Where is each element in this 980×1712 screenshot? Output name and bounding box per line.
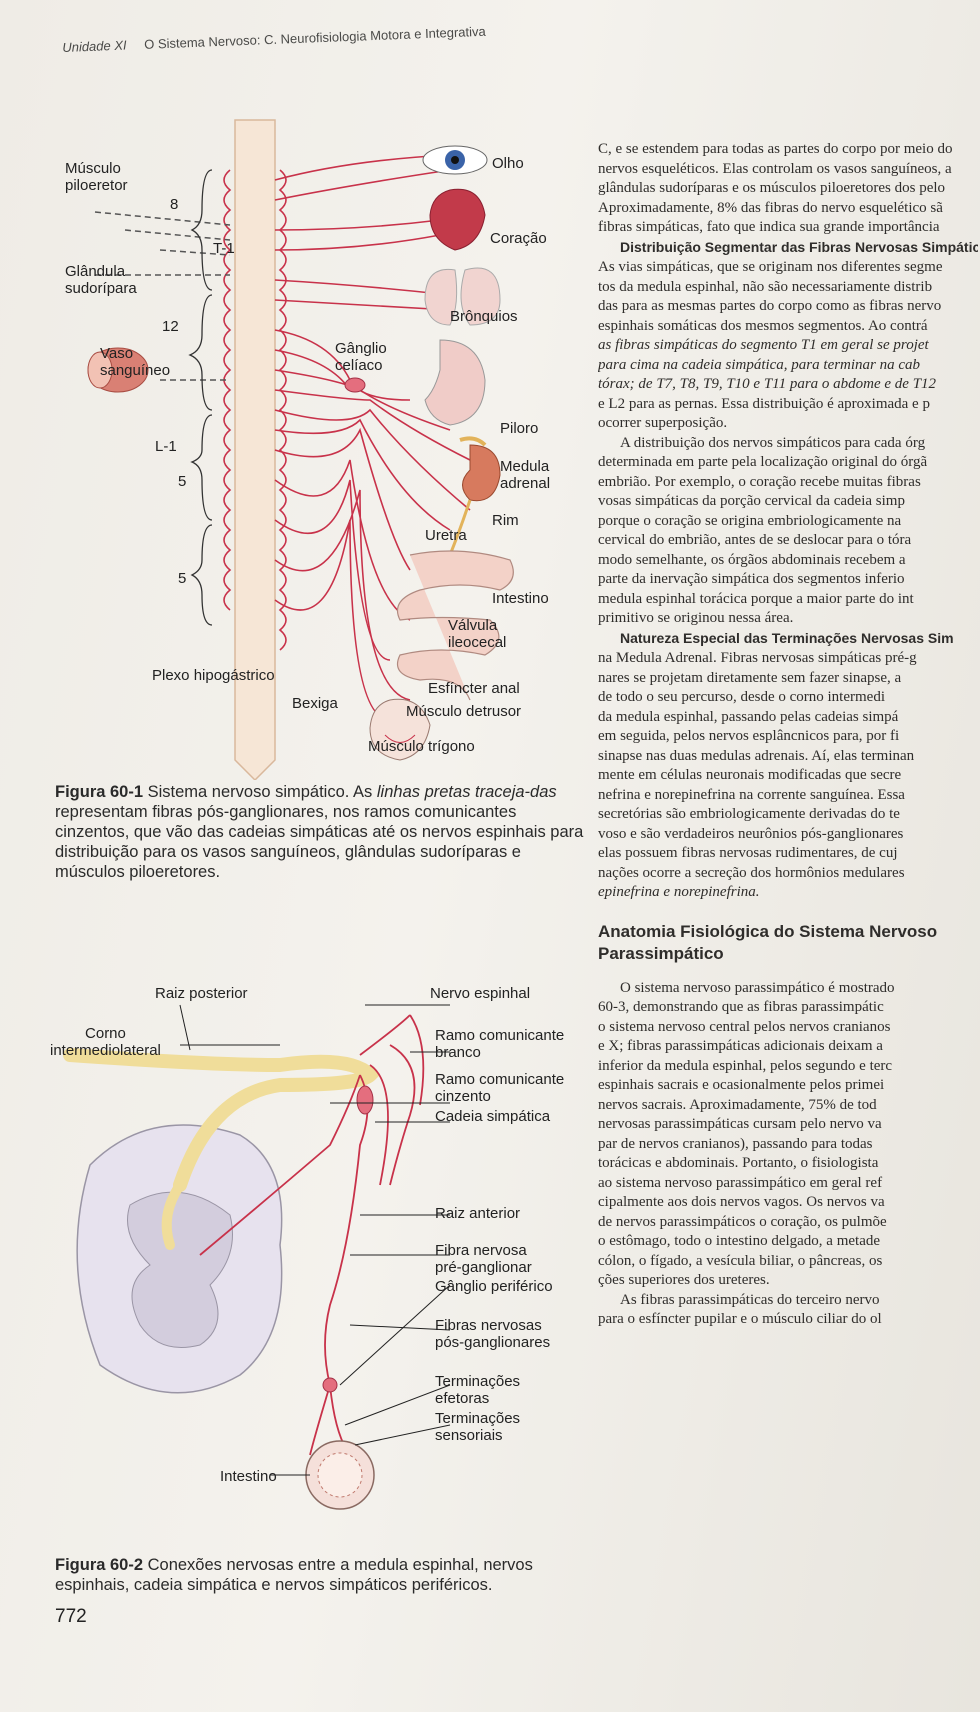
header-title: O Sistema Nervoso: C. Neurofisiologia Mo… (143, 23, 486, 52)
label-seg-5a: 5 (178, 473, 187, 490)
label-olho: Olho (492, 155, 524, 172)
gray-matter (127, 1191, 233, 1348)
label-ganglio-periferico: Gânglio periférico (435, 1278, 553, 1295)
spinal-connections-diagram (63, 1004, 451, 1510)
gray-rami (94, 211, 231, 381)
label-raiz-anterior: Raiz anterior (435, 1205, 521, 1222)
body-text-column: C, e se estendem para todas as partes do… (598, 140, 978, 1330)
chain-ganglion (356, 1085, 374, 1115)
bladder-organ (369, 698, 431, 761)
label-musculo-detrusor: Músculo detrusor (406, 703, 522, 720)
label-intestino-2: Intestino (220, 1468, 277, 1485)
label-coracao: Coração (490, 230, 547, 247)
paragraph-5: O sistema nervoso parassimpático é mostr… (598, 979, 895, 1289)
paragraph-4: Natureza Especial das Terminações Nervos… (598, 629, 954, 901)
header-unit: Unidade XI (62, 37, 127, 55)
nat-run-title: Natureza Especial das Terminações Nervos… (620, 629, 954, 646)
label-nervo-espinhal: Nervo espinhal (430, 985, 531, 1002)
section-title-parassimpatico: Anatomia Fisiológica do Sistema Nervoso … (598, 921, 938, 963)
spinal-cord (234, 119, 276, 782)
label-raiz-posterior: Raiz posterior (155, 985, 248, 1002)
label-esfincter-anal: Esfíncter anal (428, 680, 520, 697)
heart-organ (429, 188, 486, 251)
stomach-organ (424, 339, 486, 426)
celiac-ganglion (344, 377, 366, 393)
leader-lines (179, 1004, 451, 1476)
adrenal-organ (459, 436, 487, 447)
label-cadeia-simpatica: Cadeia simpática (435, 1108, 551, 1125)
label-rim: Rim (492, 512, 519, 529)
segment-brackets (188, 169, 213, 626)
page-number: 772 (55, 1606, 87, 1627)
figure-60-1-caption: Figura 60-1 Sistema nervoso simpático. A… (55, 783, 584, 881)
sympathetic-system-diagram (87, 119, 514, 782)
label-bronquios: Brônquios (450, 308, 518, 325)
dist-run-title: Distribuição Segmentar das Fibras Nervos… (620, 238, 978, 255)
eye-organ (422, 145, 488, 175)
label-piloro: Piloro (500, 420, 539, 437)
label-seg-l1: L-1 (155, 438, 177, 455)
label-uretra: Uretra (425, 527, 467, 544)
bronchi-organ (460, 267, 501, 326)
figure-60-2-caption: Figura 60-2 Conexões nervosas entre a me… (55, 1556, 533, 1594)
label-bexiga: Bexiga (292, 695, 338, 712)
kidney-organ (462, 444, 501, 502)
label-seg-5b: 5 (178, 570, 187, 587)
label-intestino: Intestino (492, 590, 549, 607)
label-seg-8: 8 (170, 196, 179, 213)
running-header: Unidade XI O Sistema Nervoso: C. Neurofi… (62, 19, 622, 55)
intestine-section (305, 1440, 375, 1510)
peripheral-ganglion (322, 1377, 338, 1393)
spinal-nerve (359, 1014, 411, 1056)
paragraph-3: A distribuição dos nervos simpáticos par… (598, 434, 928, 627)
paragraph-6: As fibras parassimpáticas do terceiro ne… (598, 1291, 882, 1328)
label-musculo-trigono: Músculo trígono (368, 738, 475, 755)
label-seg-12: 12 (162, 318, 179, 335)
label-seg-t1: T-1 (213, 240, 235, 257)
posterior-root (63, 1048, 380, 1192)
paragraph-2: Distribuição Segmentar das Fibras Nervos… (598, 238, 978, 434)
paragraph-1: C, e se estendem para todas as partes do… (598, 141, 953, 235)
label-plexo-hipogastrico: Plexo hipogástrico (152, 667, 275, 684)
intestine-organ (396, 550, 514, 701)
